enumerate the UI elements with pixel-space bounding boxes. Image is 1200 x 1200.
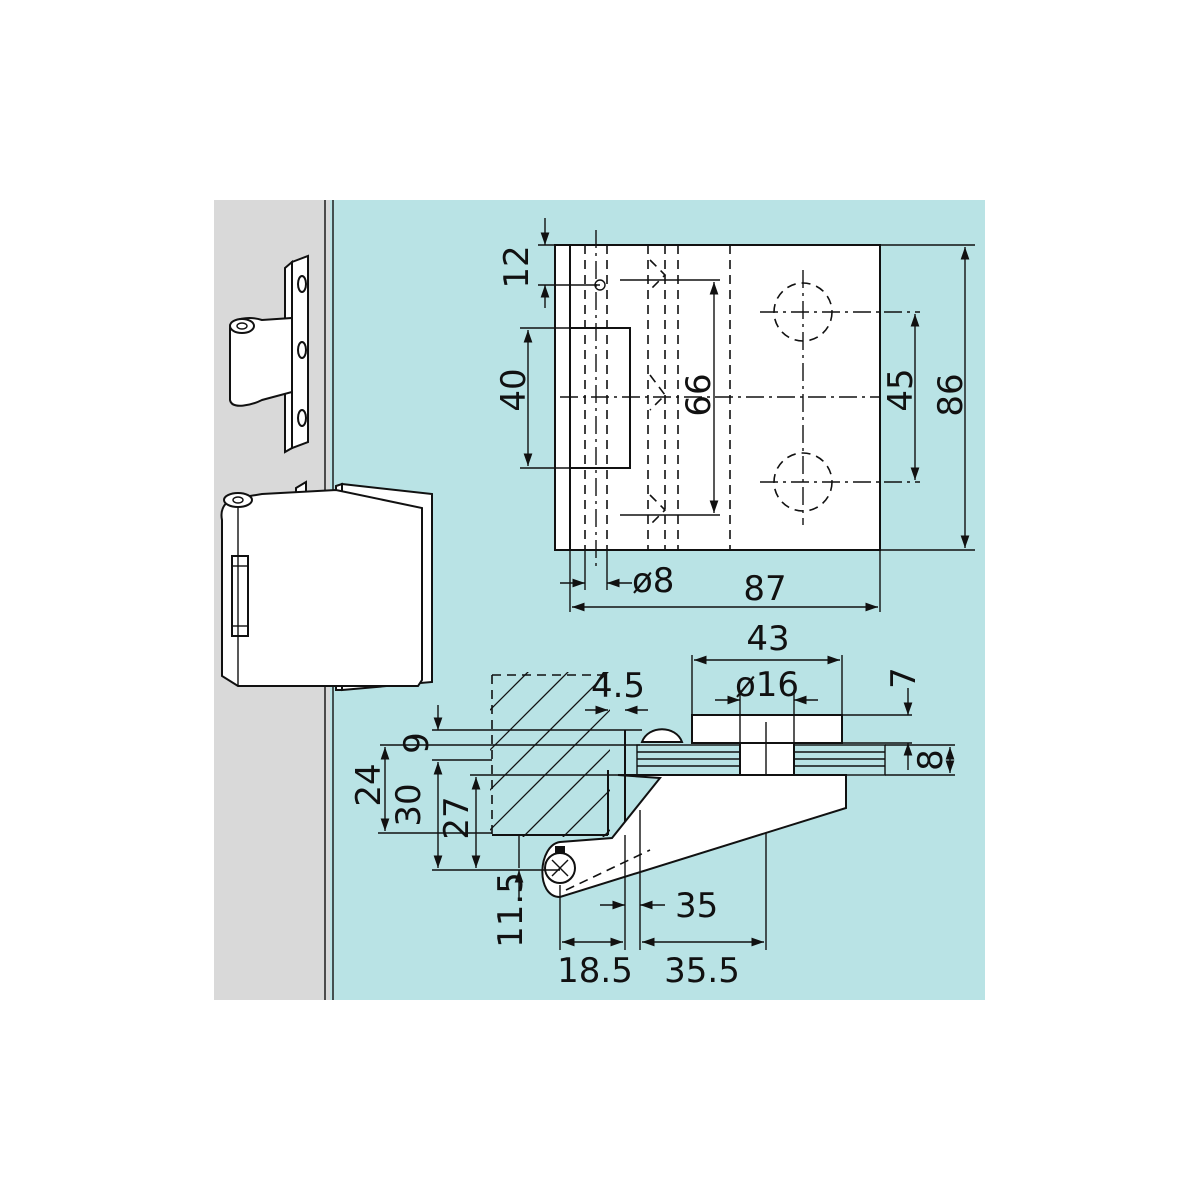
dim-width-35-5: 35.5 [664,951,740,991]
dim-height-24: 24 [349,763,389,806]
dim-total-width: 87 [743,569,786,609]
dim-hole-spacing: 45 [881,368,921,411]
dim-slot-height: 66 [679,373,719,416]
dim-height-30: 30 [389,783,429,826]
dim-height-27: 27 [437,796,477,839]
dim-clamp-width: 43 [746,619,789,659]
dim-bolt-diameter: ø16 [735,665,799,705]
wall-plate-3d [229,254,309,454]
dim-pin-diameter: ø8 [632,561,674,601]
dim-glass-thickness: 8 [911,749,951,771]
section-view-dimensions [378,655,955,950]
hinge-front-view [554,230,920,570]
glass-clamp-3d [220,480,433,692]
dim-depth-35: 35 [675,886,718,926]
dim-width-18-5: 18.5 [557,951,633,991]
dim-top-offset: 12 [497,245,537,288]
dim-gap: 4.5 [591,666,645,706]
dim-pivot-offset: 11.5 [491,872,531,948]
hinge-section-view [490,672,886,950]
dim-leaf-height: 40 [494,368,534,411]
dim-total-height: 86 [931,373,971,416]
front-view-dimensions [520,218,975,612]
dim-plate-thickness: 7 [884,667,924,689]
dim-offset-9: 9 [397,732,437,754]
